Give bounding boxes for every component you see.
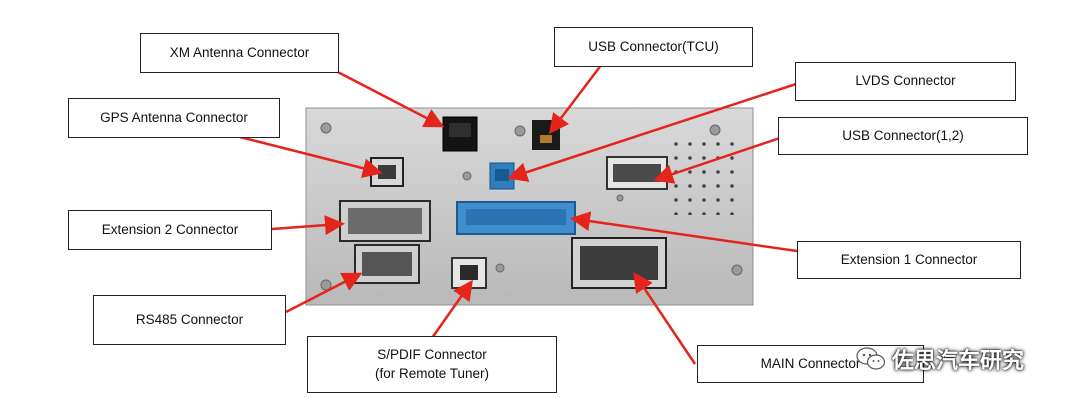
label-extension-1: Extension 1 Connector — [797, 241, 1021, 279]
watermark-text: 佐思汽车研究 — [892, 349, 1025, 374]
device-panel — [305, 107, 754, 306]
pointer-arrows — [239, 59, 798, 365]
screw — [731, 264, 743, 276]
label-main: MAIN Connector — [697, 345, 924, 383]
screw — [616, 194, 624, 202]
label-gps-antenna: GPS Antenna Connector — [68, 98, 280, 138]
label-rs485: RS485 Connector — [93, 295, 286, 345]
arrow-usb-tcu — [548, 59, 606, 134]
label-usb-12: USB Connector(1,2) — [778, 117, 1028, 155]
arrow-extension-1 — [570, 211, 798, 253]
label-usb-tcu: USB Connector(TCU) — [554, 27, 753, 67]
screw — [495, 263, 505, 273]
arrow-spdif — [430, 279, 473, 339]
screw — [514, 125, 526, 137]
screw — [320, 122, 332, 134]
screw — [709, 124, 721, 136]
arrow-main — [633, 271, 697, 365]
wechat-icon — [856, 347, 886, 370]
arrow-extension-2 — [271, 215, 345, 236]
screw — [320, 279, 332, 291]
watermark: 佐思汽车研究 — [856, 343, 1024, 375]
arrow-rs485 — [285, 272, 363, 314]
arrow-usb-12 — [653, 136, 781, 184]
label-spdif: S/PDIF Connector (for Remote Tuner) — [307, 336, 557, 393]
arrow-lvds — [507, 82, 797, 182]
label-extension-2: Extension 2 Connector — [68, 210, 272, 250]
vent-grill — [665, 140, 735, 215]
screw — [462, 171, 472, 181]
label-lvds: LVDS Connector — [795, 62, 1016, 101]
arrow-gps-antenna — [239, 135, 383, 179]
label-xm-antenna: XM Antenna Connector — [140, 33, 339, 73]
arrow-xm-antenna — [329, 66, 445, 128]
